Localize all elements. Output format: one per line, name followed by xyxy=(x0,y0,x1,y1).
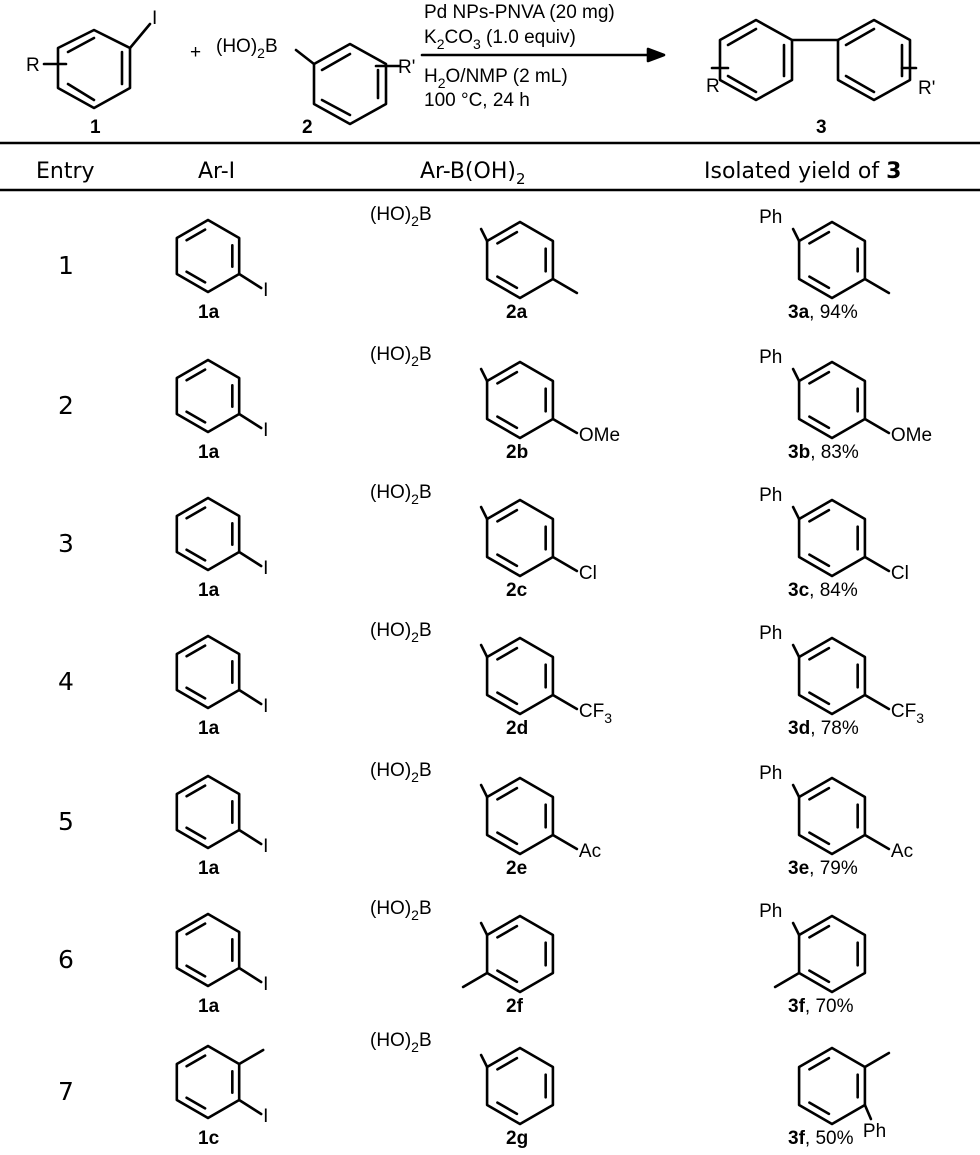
boronic-compound-number: 2f xyxy=(506,996,524,1017)
phenyl-label: Ph xyxy=(759,347,782,368)
arrow-head xyxy=(646,47,666,63)
boronic-compound-number: 2a xyxy=(506,302,528,323)
reagent-2-number: 2 xyxy=(302,117,313,138)
reagent-2-ho: (HO)2B xyxy=(216,36,278,61)
condition-base: K2CO3 (1.0 equiv) xyxy=(424,27,576,52)
iodine-label: I xyxy=(263,974,268,995)
iodide-compound-number: 1a xyxy=(198,858,220,879)
substituent-label: OMe xyxy=(579,425,620,446)
condition-temperature-time: 100 °C, 24 h xyxy=(424,90,530,111)
isolated-yield: 3f, 70% xyxy=(788,996,854,1017)
iodine-label: I xyxy=(263,280,268,301)
phenyl-label: Ph xyxy=(759,207,782,228)
boronic-compound-number: 2g xyxy=(506,1128,528,1149)
product-r-group: R xyxy=(706,76,720,97)
phenyl-label: Ph xyxy=(759,901,782,922)
substituent-label: Ac xyxy=(891,841,913,862)
substituent-label: OMe xyxy=(891,425,932,446)
phenyl-label: Ph xyxy=(863,1121,886,1142)
iodide-compound-number: 1a xyxy=(198,442,220,463)
isolated-yield: 3a, 94% xyxy=(788,302,858,323)
isolated-yield: 3e, 79% xyxy=(788,858,858,879)
phenyl-label: Ph xyxy=(759,485,782,506)
iodine-label: I xyxy=(263,558,268,579)
condition-catalyst: Pd NPs-PNVA (20 mg) xyxy=(424,2,615,23)
iodine-label: I xyxy=(263,1106,268,1127)
table-row: 1I 1a (HO)2B 2a Ph 3a, 94% xyxy=(58,204,891,323)
isolated-yield: 3b, 83% xyxy=(788,442,859,463)
substituent-label: Cl xyxy=(891,563,909,584)
entry-number: 4 xyxy=(58,667,74,696)
reagent-1-number: 1 xyxy=(90,117,101,138)
product-3-structure: R R' 3 xyxy=(706,18,935,138)
iodine-label: I xyxy=(263,420,268,441)
entry-number: 7 xyxy=(58,1077,74,1106)
boronic-acid-label: (HO)2B xyxy=(370,620,432,645)
entry-number: 2 xyxy=(58,391,74,420)
substituent-label: CF3 xyxy=(579,701,612,726)
plus-sign: + xyxy=(190,42,201,63)
reagent-2-r-group: R' xyxy=(398,57,415,78)
reagent-1-iodine: I xyxy=(152,8,157,29)
product-r2-group: R' xyxy=(918,78,935,99)
isolated-yield: 3c, 84% xyxy=(788,580,858,601)
boronic-acid-label: (HO)2B xyxy=(370,204,432,229)
reagent-1-r-group: R xyxy=(26,55,40,76)
table-row: 6I 1a (HO)2B 2f Ph 3f, 70% xyxy=(58,898,867,1017)
header-entry: Entry xyxy=(36,159,95,184)
entry-number: 5 xyxy=(58,807,74,836)
header-yield: Isolated yield of 3 xyxy=(704,159,901,184)
reaction-conditions: Pd NPs-PNVA (20 mg) K2CO3 (1.0 equiv) H2… xyxy=(420,2,666,111)
boronic-compound-number: 2e xyxy=(506,858,527,879)
isolated-yield: 3f, 50% xyxy=(788,1128,854,1149)
iodide-compound-number: 1c xyxy=(198,1128,220,1149)
iodine-label: I xyxy=(263,836,268,857)
reagent-2-structure: (HO)2B R' 2 xyxy=(216,36,415,138)
substituent-label: Cl xyxy=(579,563,597,584)
boronic-acid-label: (HO)2B xyxy=(370,760,432,785)
boronic-acid-label: (HO)2B xyxy=(370,1030,432,1055)
boronic-acid-label: (HO)2B xyxy=(370,898,432,923)
phenyl-label: Ph xyxy=(759,763,782,784)
boronic-compound-number: 2b xyxy=(506,442,528,463)
iodide-compound-number: 1a xyxy=(198,996,220,1017)
isolated-yield: 3d, 78% xyxy=(788,718,859,739)
reagent-1-structure: I R 1 xyxy=(26,8,157,138)
entry-number: 3 xyxy=(58,529,74,558)
boronic-acid-label: (HO)2B xyxy=(370,344,432,369)
boronic-compound-number: 2c xyxy=(506,580,528,601)
table-row: 7I 1c (HO)2B 2g Ph 3f, 50% xyxy=(58,1030,891,1149)
iodide-compound-number: 1a xyxy=(198,718,220,739)
header-ar-i: Ar-I xyxy=(198,159,235,184)
entry-number: 6 xyxy=(58,945,74,974)
boronic-compound-number: 2d xyxy=(506,718,528,739)
substituent-label: Ac xyxy=(579,841,601,862)
iodide-compound-number: 1a xyxy=(198,302,220,323)
iodide-compound-number: 1a xyxy=(198,580,220,601)
condition-solvent: H2O/NMP (2 mL) xyxy=(424,66,568,91)
header-ar-boronic: Ar-B(OH)2 xyxy=(420,159,526,188)
phenyl-label: Ph xyxy=(759,623,782,644)
entry-number: 1 xyxy=(58,251,74,280)
product-number: 3 xyxy=(816,117,827,138)
substituent-label: CF3 xyxy=(891,701,924,726)
boronic-acid-label: (HO)2B xyxy=(370,482,432,507)
iodine-label: I xyxy=(263,696,268,717)
